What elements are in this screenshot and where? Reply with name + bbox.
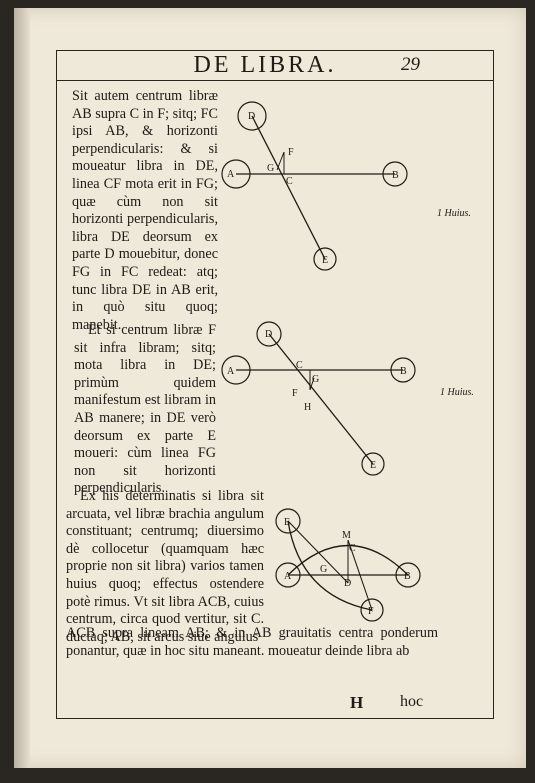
fig3-line-ed <box>287 520 349 584</box>
figure-3-arcuate-balance-diagram: E M C A G D B F <box>275 508 421 622</box>
fig1-line-fg <box>276 151 285 171</box>
margin-note-1: 1 Huius. <box>437 208 471 219</box>
fig2-label-g: G <box>312 374 319 385</box>
fig2-label-f: F <box>292 388 298 399</box>
fig1-weight-a <box>221 159 251 189</box>
fig1-label-g: G <box>267 163 274 174</box>
fig2-beam-de <box>268 333 374 465</box>
figure-2-balance-diagram: D A C G F B H E <box>221 321 416 476</box>
fig1-label-b: B <box>392 170 399 181</box>
signature-mark: H <box>350 693 364 712</box>
paragraph-2: Et si centrum libræ F sit infra libram; … <box>74 322 216 498</box>
page-gutter <box>14 8 30 768</box>
fig2-label-d: D <box>265 329 272 340</box>
header-rule <box>56 80 494 81</box>
fig1-label-e: E <box>322 255 328 266</box>
fig1-label-c: C <box>286 176 293 187</box>
paragraph-3: Ex his determinatis si libra sit arcuata… <box>66 488 264 646</box>
fig2-label-e: E <box>370 460 376 471</box>
catchword: hoc <box>400 693 424 710</box>
fig3-weight-f <box>360 598 384 622</box>
margin-note-2: 1 Huius. <box>440 387 474 398</box>
running-head: DE LIBRA. <box>193 52 337 78</box>
figure-1-balance-diagram: D A G F C B E <box>221 101 408 271</box>
fig1-beam-de <box>251 115 326 260</box>
paragraph-2-text: Et si centrum libræ F sit infra libram; … <box>74 322 216 497</box>
fig2-label-a: A <box>227 366 235 377</box>
fig3-label-a: A <box>284 571 292 582</box>
fig3-label-d: D <box>344 578 351 589</box>
fig3-label-f: F <box>368 606 374 617</box>
fig2-label-h: H <box>304 402 311 413</box>
fig2-line-fg <box>309 377 315 391</box>
fig3-weight-e <box>275 508 301 534</box>
fig1-label-f: F <box>288 147 294 158</box>
fig3-line-cf <box>347 539 373 611</box>
paragraph-3-text: Ex his determinatis si libra sit arcuata… <box>66 488 264 645</box>
fig2-weight-b <box>390 357 416 383</box>
fig1-label-d: D <box>248 111 255 122</box>
fig3-weight-b <box>395 562 421 588</box>
fig2-label-b: B <box>400 366 407 377</box>
fig3-weight-a <box>275 562 301 588</box>
fig3-label-m: M <box>342 530 351 541</box>
fig1-weight-d <box>237 101 267 131</box>
paragraph-4: ACB supra lineam AB; & in AB grauitatis … <box>66 625 438 659</box>
fig1-label-a: A <box>227 169 235 180</box>
fig1-weight-b <box>382 161 408 187</box>
text-frame <box>56 50 494 719</box>
fig3-label-g: G <box>320 564 327 575</box>
fig3-label-e: E <box>284 517 290 528</box>
fig2-weight-e <box>361 452 385 476</box>
fig1-weight-e <box>313 247 337 271</box>
book-page <box>14 8 526 768</box>
page-number: 29 <box>401 54 420 75</box>
fig2-label-c: C <box>296 360 303 371</box>
fig3-arc-edf <box>287 520 373 611</box>
fig2-weight-d <box>256 321 282 347</box>
fig3-label-c: C <box>349 543 356 554</box>
fig2-weight-a <box>221 355 251 385</box>
paragraph-1: Sit autem centrum libræ AB supra C in F;… <box>72 88 218 333</box>
fig3-label-b: B <box>404 571 411 582</box>
